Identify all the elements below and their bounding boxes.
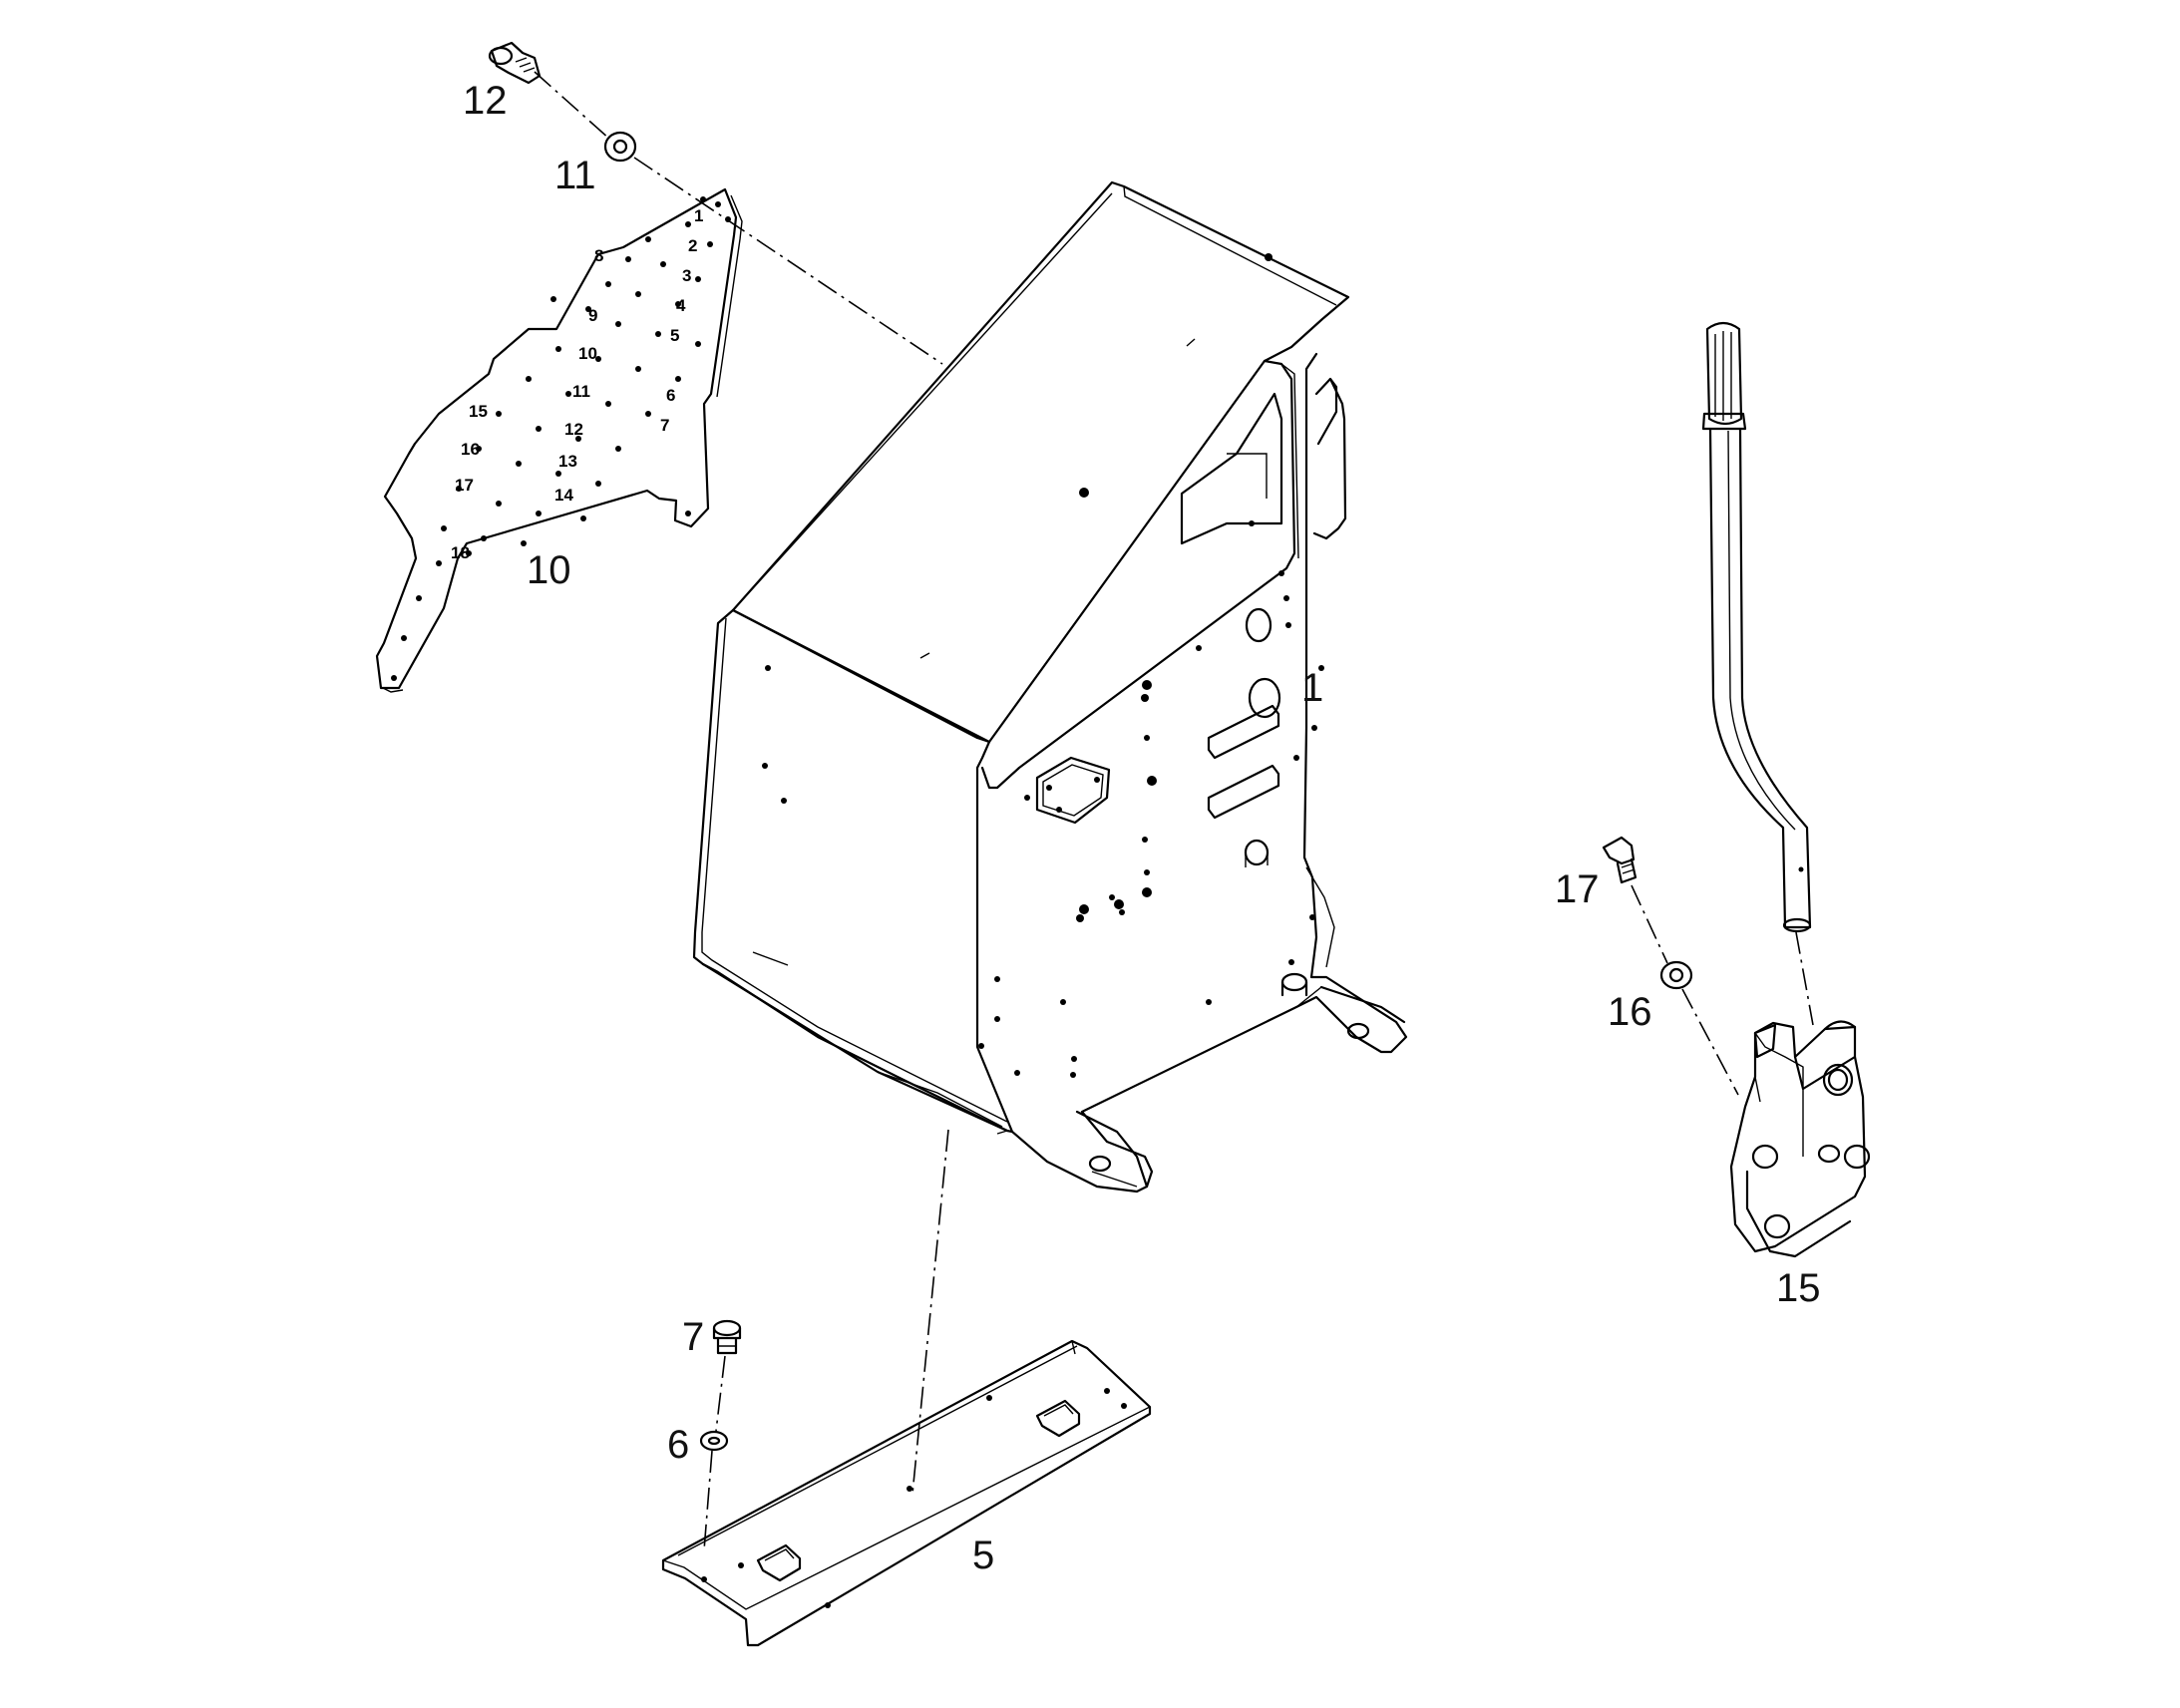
part-10-plate: 1 2 3 4 5 6 7 8 9 10 11 12 13 14 15 16 1…	[375, 187, 743, 693]
part-5-base-plate	[661, 1339, 1152, 1647]
callout-1: 1	[1301, 666, 1323, 710]
plate-number: 12	[564, 420, 583, 439]
leader-line-12-11-1	[534, 71, 943, 365]
leader-line-1-5	[911, 1129, 949, 1495]
plate-number: 2	[688, 236, 697, 255]
plate-number: 7	[660, 416, 669, 435]
plate-number: 16	[461, 440, 480, 459]
plate-number: 4	[676, 296, 686, 315]
part-12-bolt	[488, 41, 542, 85]
part-7-bolt	[712, 1319, 742, 1355]
plate-number: 8	[594, 246, 603, 265]
part-6-washer	[699, 1430, 729, 1452]
callout-7: 7	[682, 1315, 704, 1359]
plate-number: 14	[554, 486, 573, 505]
plate-number: 13	[558, 452, 577, 471]
part-17-bolt	[1602, 836, 1637, 884]
plate-number: 17	[455, 476, 474, 495]
leader-line-7-6-5	[703, 1355, 726, 1551]
callout-10: 10	[527, 548, 571, 592]
callout-6: 6	[667, 1423, 689, 1467]
callout-15: 15	[1776, 1266, 1821, 1310]
plate-number: 15	[469, 402, 488, 421]
plate-number: 10	[578, 344, 597, 363]
plate-number: 9	[588, 306, 597, 325]
callout-12: 12	[463, 79, 508, 123]
part-1-frame	[692, 180, 1408, 1194]
part-16-washer	[1659, 960, 1693, 990]
callout-11: 11	[554, 154, 596, 197]
plate-holes	[391, 196, 731, 681]
leader-line-17-16-15	[1631, 884, 1739, 1096]
plate-number: 11	[572, 382, 590, 401]
plate-number: 18	[451, 543, 470, 562]
part-11-washer	[603, 131, 637, 163]
callout-5: 5	[972, 1534, 994, 1577]
part-15-lever-assembly	[1701, 321, 1871, 1258]
plate-engraved-numbers: 1 2 3 4 5 6 7 8 9 10 11 12 13 14 15 16 1…	[451, 206, 703, 562]
callout-17: 17	[1555, 867, 1600, 911]
plate-number: 1	[694, 206, 703, 225]
frame-holes	[762, 253, 1324, 1078]
plate-number: 3	[682, 266, 691, 285]
plate-number: 5	[670, 326, 679, 345]
plate-number: 6	[666, 386, 675, 405]
callout-16: 16	[1608, 990, 1652, 1034]
leader-line-handle-15	[1795, 931, 1814, 1026]
